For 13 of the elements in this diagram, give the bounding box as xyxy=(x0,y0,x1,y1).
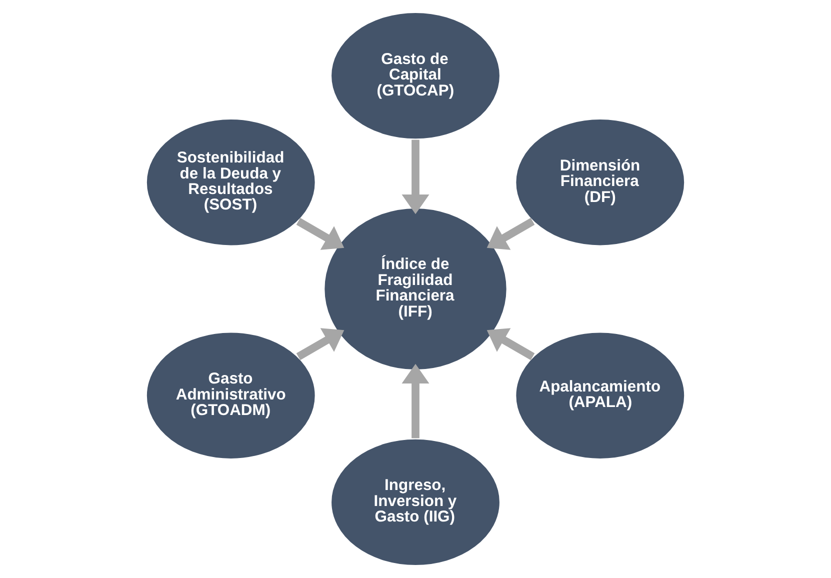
arrow xyxy=(486,218,535,250)
arrow xyxy=(296,328,344,360)
arrow xyxy=(402,140,430,214)
arrow xyxy=(296,218,344,250)
arrow xyxy=(486,328,535,360)
node-ellipse: Dimensión Financiera (DF) xyxy=(514,118,686,248)
node-ellipse: Gasto de Capital (GTOCAP) xyxy=(330,11,502,141)
node-ellipse: Apalancamiento (APALA) xyxy=(514,330,686,460)
node-ellipse: Ingreso, Inversion y Gasto (IIG) xyxy=(330,437,502,567)
node-ellipse: Gasto Administrativo (GTOADM) xyxy=(144,330,317,460)
arrow xyxy=(402,364,430,438)
node-ellipse: Sostenibilidad de la Deuda y Resultados (SOST) xyxy=(144,118,317,248)
node-ellipse: Índice de Fragilidad Financiera (IFF) xyxy=(322,206,508,372)
